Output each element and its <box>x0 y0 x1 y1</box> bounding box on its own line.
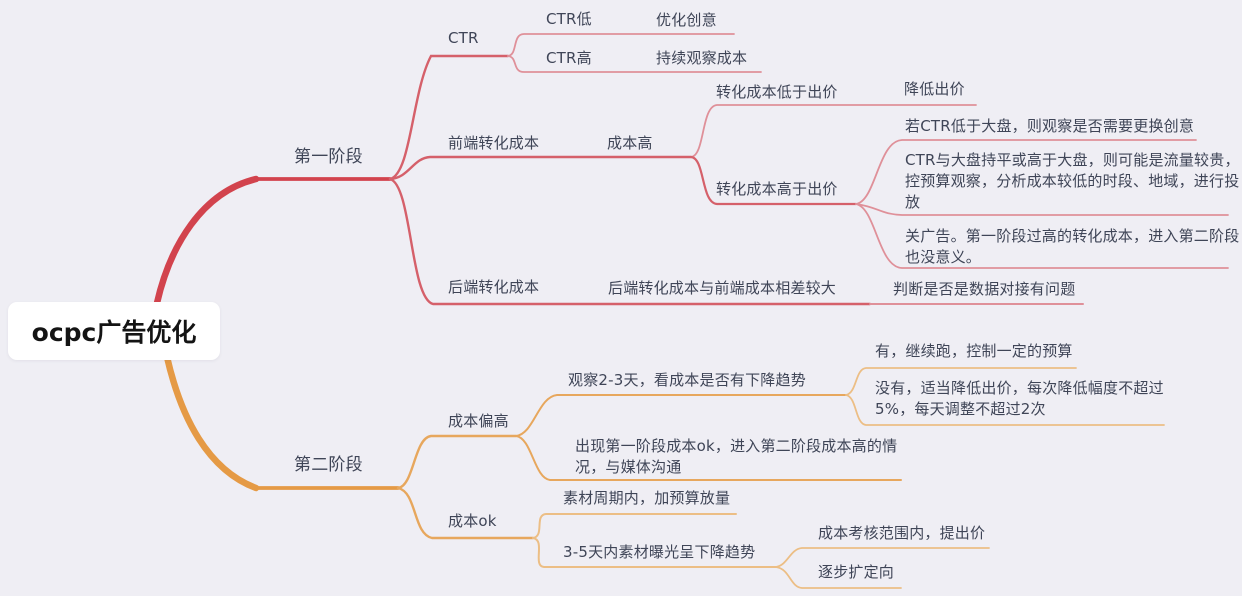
node-ctr-low[interactable]: CTR低 <box>546 10 592 28</box>
branch-cost-highish <box>396 434 518 490</box>
node-cost-ok[interactable]: 成本ok <box>448 512 497 530</box>
node-above-bid[interactable]: 转化成本高于出价 <box>716 180 838 198</box>
node-expand[interactable]: 逐步扩定向 <box>818 563 895 581</box>
node-cost-high[interactable]: 成本高 <box>607 134 653 152</box>
node-ctr-high[interactable]: CTR高 <box>546 49 592 67</box>
branch-observe <box>515 394 847 437</box>
node-above-action1[interactable]: 若CTR低于大盘，则观察是否需要更换创意 <box>905 117 1195 135</box>
node-cost-highish[interactable]: 成本偏高 <box>448 412 509 430</box>
node-above-action2[interactable]: CTR与大盘持平或高于大盘，则可能是流量较贵，控预算观察，分析成本较低的时段、地… <box>905 151 1240 211</box>
node-ctr-low-action[interactable]: 优化创意 <box>656 11 717 29</box>
branch-front-cost <box>388 155 693 181</box>
node-back-judge[interactable]: 判断是否是数据对接有问题 <box>893 280 1076 298</box>
branch-material <box>532 513 737 539</box>
node-phase1[interactable]: 第一阶段 <box>294 147 363 167</box>
node-lower-bid[interactable]: 降低出价 <box>904 80 965 98</box>
node-exposure[interactable]: 3-5天内素材曝光呈下降趋势 <box>563 543 756 561</box>
branch-ctr <box>388 54 510 181</box>
node-phase2[interactable]: 第二阶段 <box>294 455 363 475</box>
node-back-cost[interactable]: 后端转化成本 <box>448 278 540 296</box>
node-observe[interactable]: 观察2-3天，看成本是否有下降趋势 <box>568 371 806 389</box>
node-media[interactable]: 出现第一阶段成本ok，进入第二阶段成本高的情况，与媒体沟通 <box>575 437 898 476</box>
node-above-action3[interactable]: 关广告。第一阶段过高的转化成本，进入第二阶段也没意义。 <box>905 227 1240 266</box>
branch-root-phase1 <box>153 175 260 307</box>
node-material[interactable]: 素材周期内，加预算放量 <box>563 489 731 507</box>
node-assess[interactable]: 成本考核范围内，提出价 <box>818 524 986 542</box>
node-back-diff[interactable]: 后端转化成本与前端成本相差较大 <box>608 279 837 297</box>
node-front-cost[interactable]: 前端转化成本 <box>448 134 540 152</box>
node-observe-yes[interactable]: 有，继续跑，控制一定的预算 <box>875 342 1073 360</box>
node-observe-no[interactable]: 没有，适当降低出价，每次降低幅度不超过5%，每天调整不超过2次 <box>875 379 1164 418</box>
node-ctr-high-action[interactable]: 持续观察成本 <box>656 49 748 67</box>
node-below-bid[interactable]: 转化成本低于出价 <box>716 83 838 101</box>
node-ctr[interactable]: CTR <box>448 29 479 47</box>
root-node[interactable]: ocpc广告优化 <box>8 302 220 360</box>
canvas-bottom-edge <box>0 596 1242 603</box>
branch-root-phase2 <box>163 353 260 492</box>
